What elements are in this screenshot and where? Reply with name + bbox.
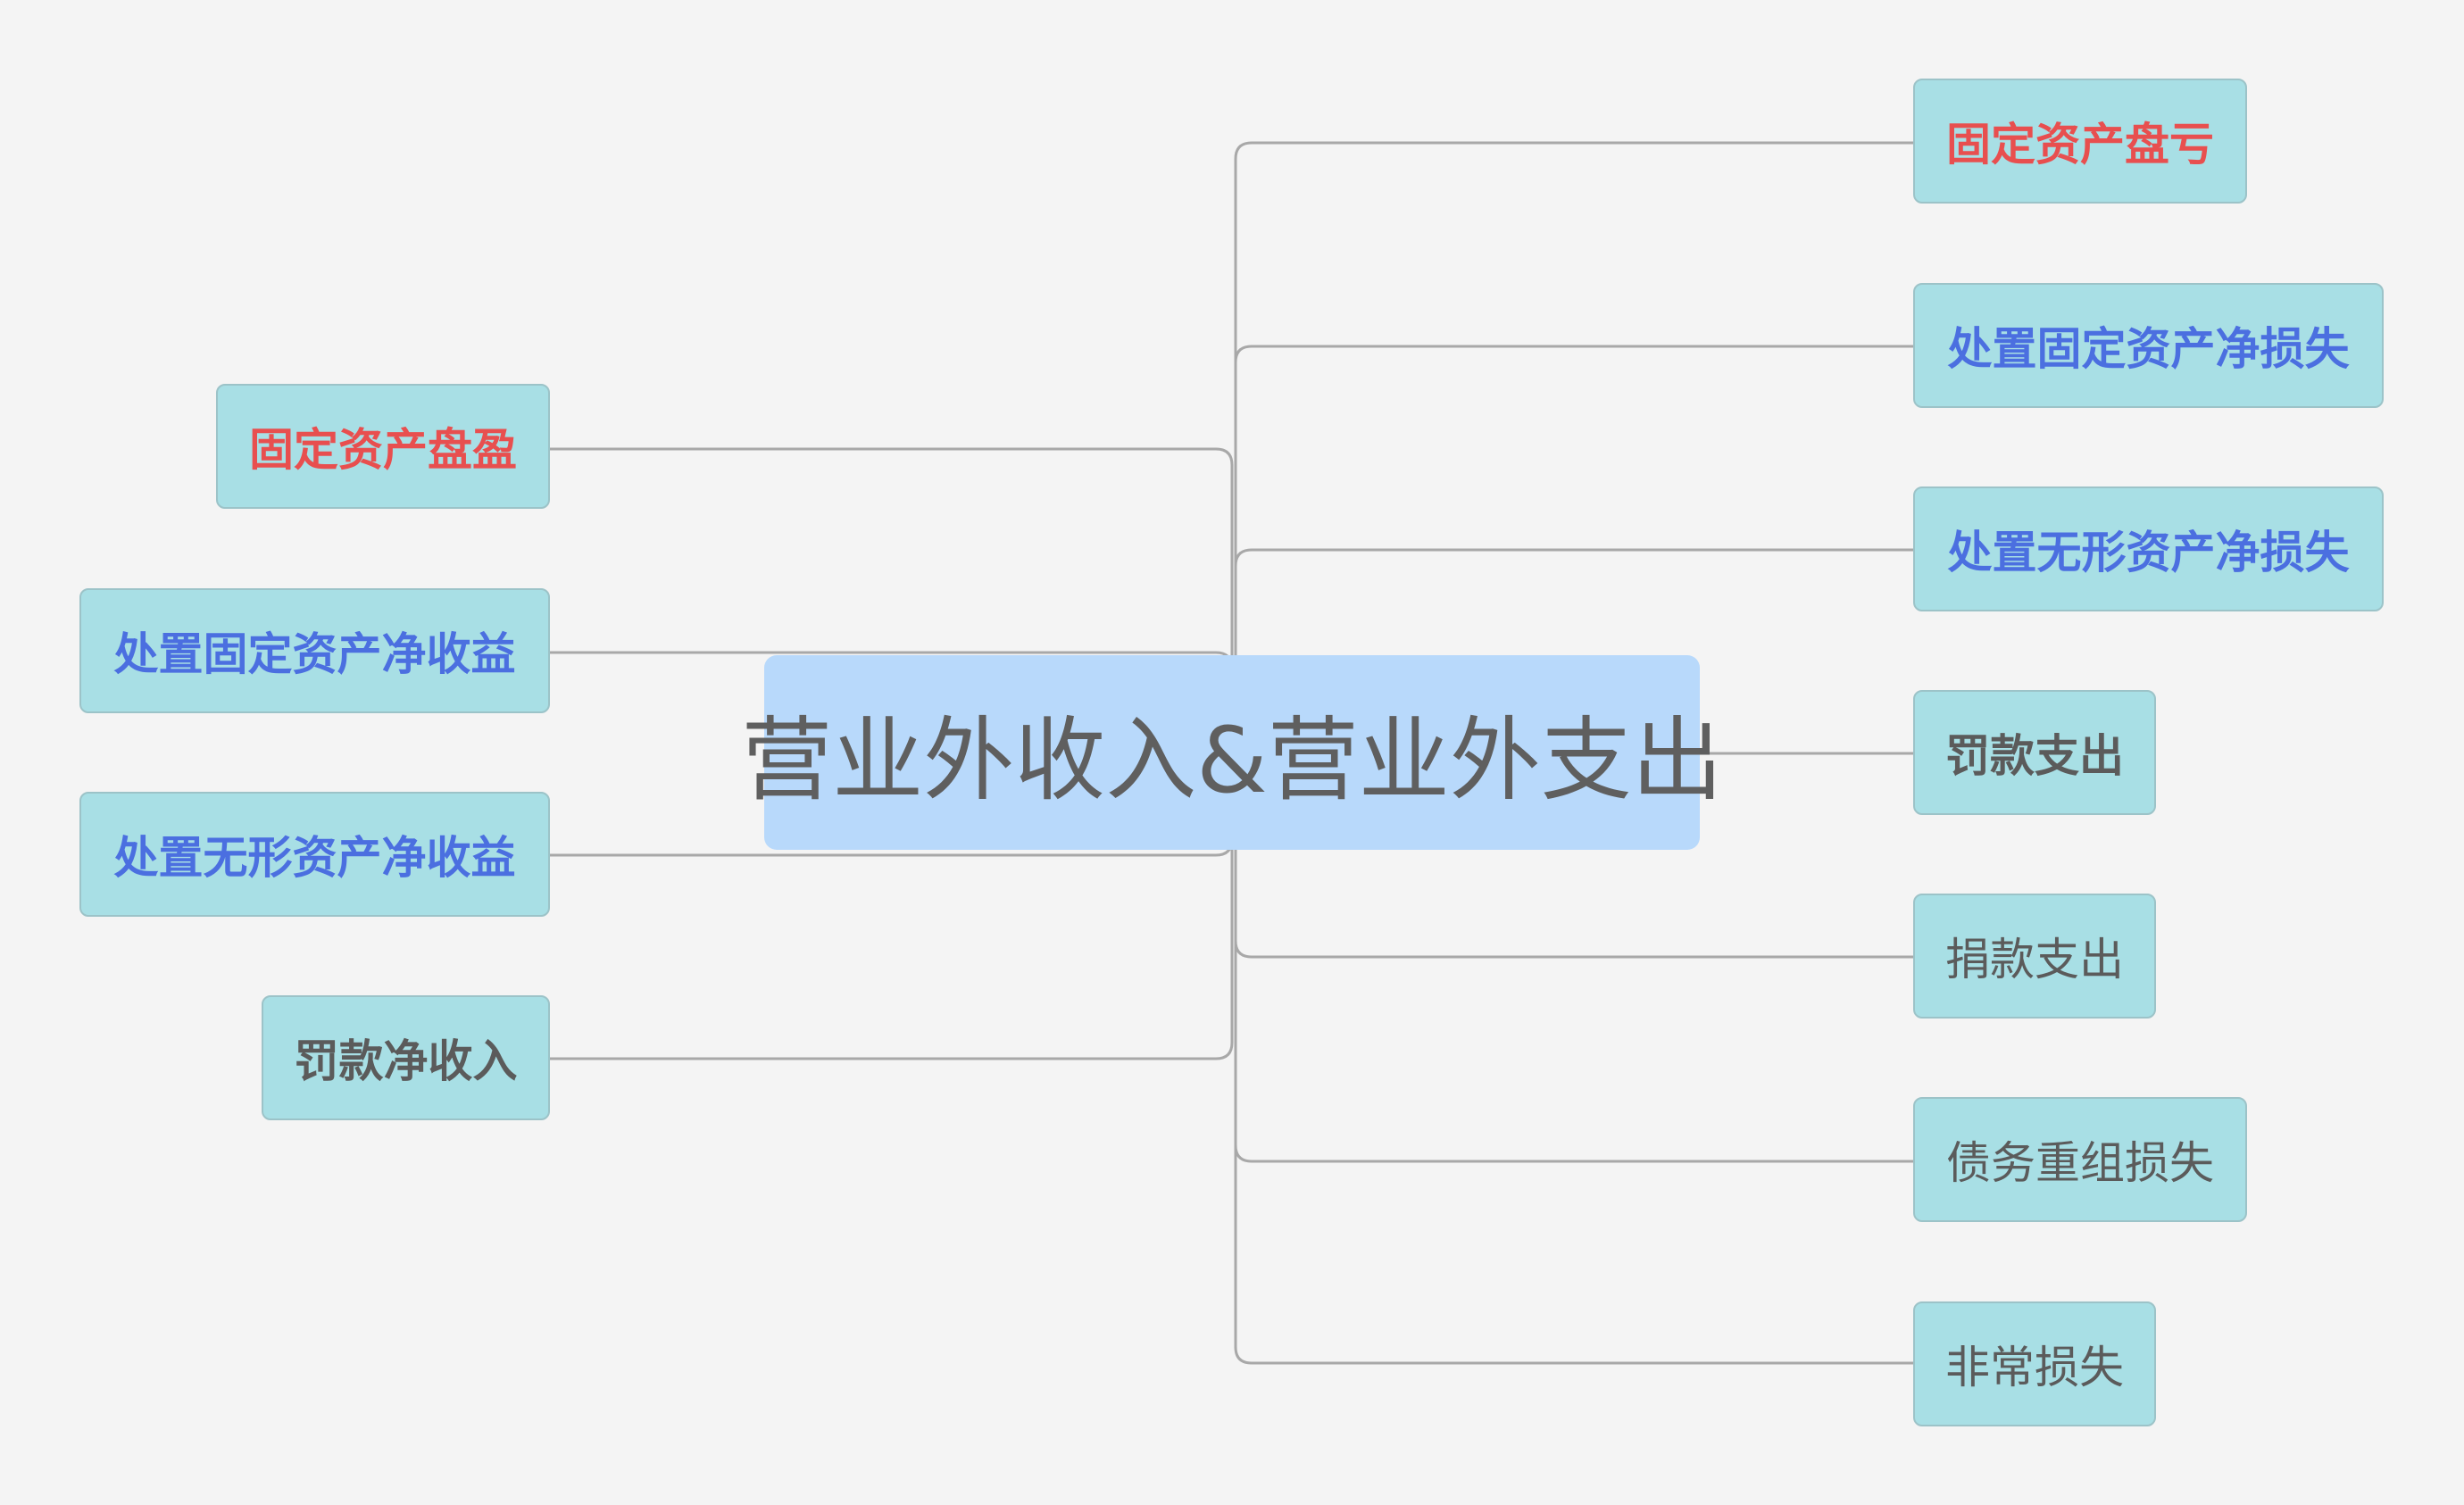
connector-right-4 <box>1234 940 1913 959</box>
connector-left-3 <box>550 848 1234 1060</box>
left-topic-net-fine-income[interactable]: 罚款净收入 <box>262 995 550 1120</box>
right-topic-extraordinary-loss[interactable]: 非常损失 <box>1913 1301 2156 1426</box>
left-topic-fixed-asset-disposal-gain[interactable]: 处置固定资产净收益 <box>79 588 550 713</box>
right-topic-debt-restructuring-loss[interactable]: 债务重组损失 <box>1913 1097 2247 1222</box>
left-topic-intangible-asset-disposal-gain[interactable]: 处置无形资产净收益 <box>79 792 550 917</box>
connector-right-5 <box>1234 1144 1913 1163</box>
right-topic-donation-expense[interactable]: 捐款支出 <box>1913 894 2156 1019</box>
connector-right-1 <box>1234 345 1913 363</box>
connector-right-0 <box>1234 141 1913 160</box>
connector-right-2 <box>1234 548 1913 567</box>
connector-right-6 <box>1234 1346 1913 1365</box>
right-topic-intangible-asset-disposal-loss[interactable]: 处置无形资产净损失 <box>1913 486 2384 611</box>
left-topic-fixed-asset-surplus[interactable]: 固定资产盘盈 <box>216 384 550 509</box>
connector-left-0 <box>550 447 1234 661</box>
right-topic-fixed-asset-disposal-loss[interactable]: 处置固定资产净损失 <box>1913 283 2384 408</box>
right-topic-fixed-asset-shortage[interactable]: 固定资产盘亏 <box>1913 79 2247 204</box>
central-topic[interactable]: 营业外收入&营业外支出 <box>741 655 1723 850</box>
right-topic-fine-expense[interactable]: 罚款支出 <box>1913 690 2156 815</box>
